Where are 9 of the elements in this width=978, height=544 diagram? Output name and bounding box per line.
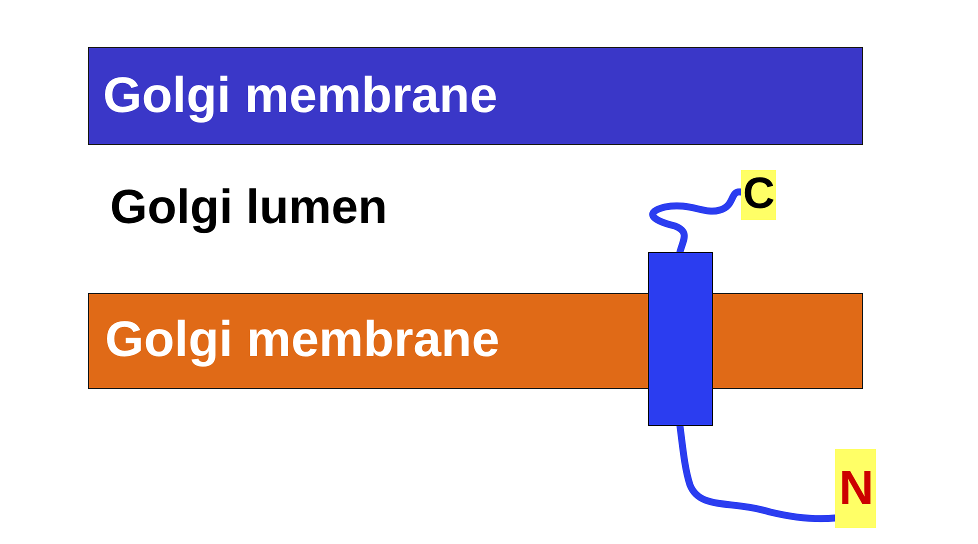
terminus-letter: N: [839, 463, 874, 516]
terminus-letter: C: [743, 170, 775, 218]
membrane-band: [88, 293, 863, 389]
compartment-label: Golgi lumen: [110, 182, 388, 235]
membrane-band: [88, 47, 863, 145]
terminus-tag: [835, 449, 876, 528]
band-label: Golgi membrane: [103, 68, 498, 123]
protein-box: [648, 252, 713, 426]
band-label: Golgi membrane: [105, 312, 500, 367]
